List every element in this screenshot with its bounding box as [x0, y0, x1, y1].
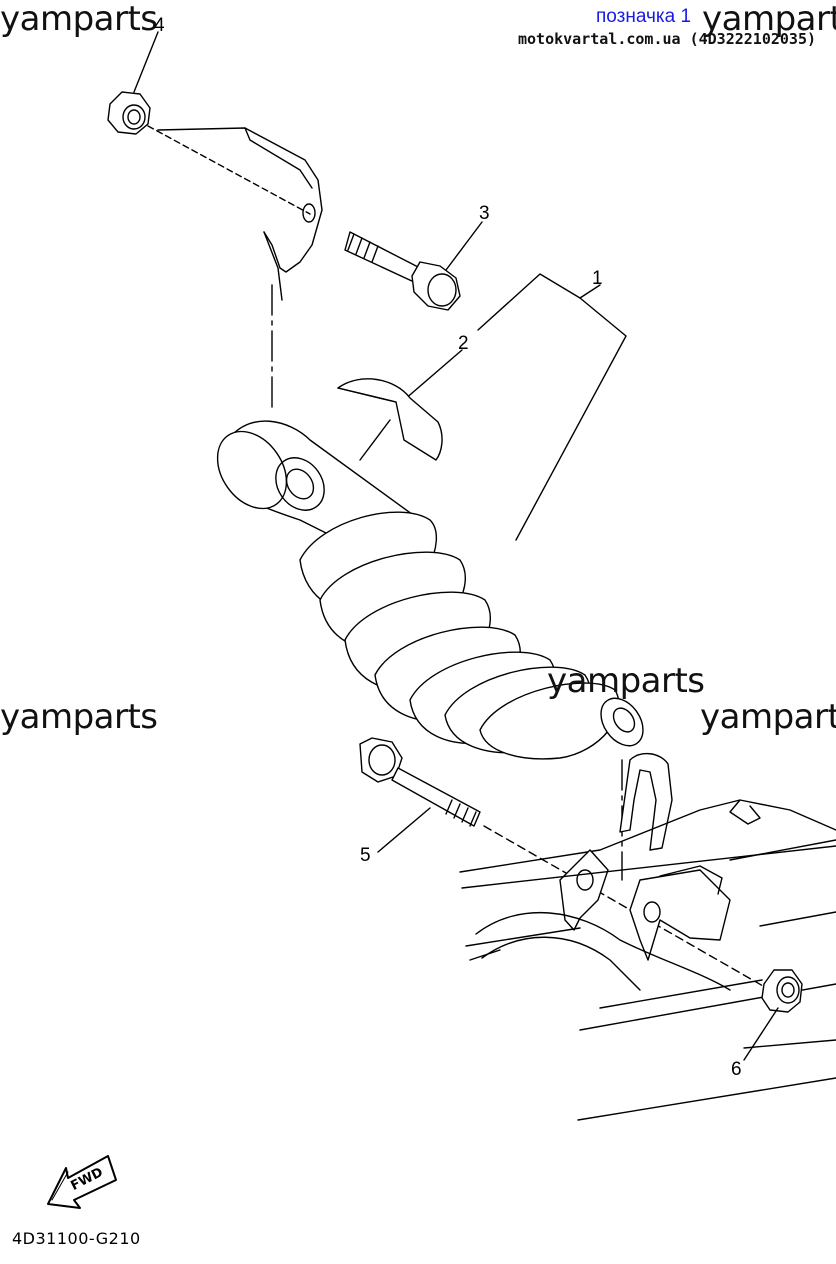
through-line-lower — [483, 825, 771, 991]
watermark-top-left: yamparts — [0, 0, 158, 39]
leader-6 — [743, 1007, 779, 1061]
diagram-code: 4D31100-G210 — [12, 1229, 141, 1248]
callout-6: 6 — [731, 1059, 742, 1080]
shock-absorber-1 — [216, 420, 644, 760]
callout-1: 1 — [592, 268, 603, 289]
leader-1 — [477, 273, 627, 541]
callout-3: 3 — [479, 203, 490, 224]
leader-3 — [445, 221, 483, 271]
leader-5 — [377, 807, 431, 853]
site-and-part-code: motokvartal.com.ua (4D3222102035) — [518, 30, 817, 48]
bolt-3 — [344, 231, 461, 311]
watermark-middle-right: yampart — [700, 697, 836, 737]
nut-6 — [761, 969, 803, 1013]
watermark-center: yamparts — [547, 661, 705, 701]
nut-4 — [107, 91, 151, 135]
fwd-arrow-icon — [47, 1155, 117, 1209]
upper-bracket — [157, 127, 323, 301]
callout-2: 2 — [458, 333, 469, 354]
swingarm-mount — [459, 753, 836, 1121]
leader-dashed-nut4 — [147, 125, 311, 215]
leader-2 — [403, 349, 463, 401]
watermark-middle-left: yamparts — [0, 697, 158, 737]
collar-2 — [337, 378, 443, 461]
reference-link-label[interactable]: позначка 1 — [596, 6, 692, 27]
callout-5: 5 — [360, 845, 371, 866]
leader-4 — [133, 31, 159, 93]
bolt-5 — [359, 737, 481, 827]
callout-4: 4 — [154, 15, 165, 36]
watermark-top-right: yampart — [702, 0, 836, 39]
